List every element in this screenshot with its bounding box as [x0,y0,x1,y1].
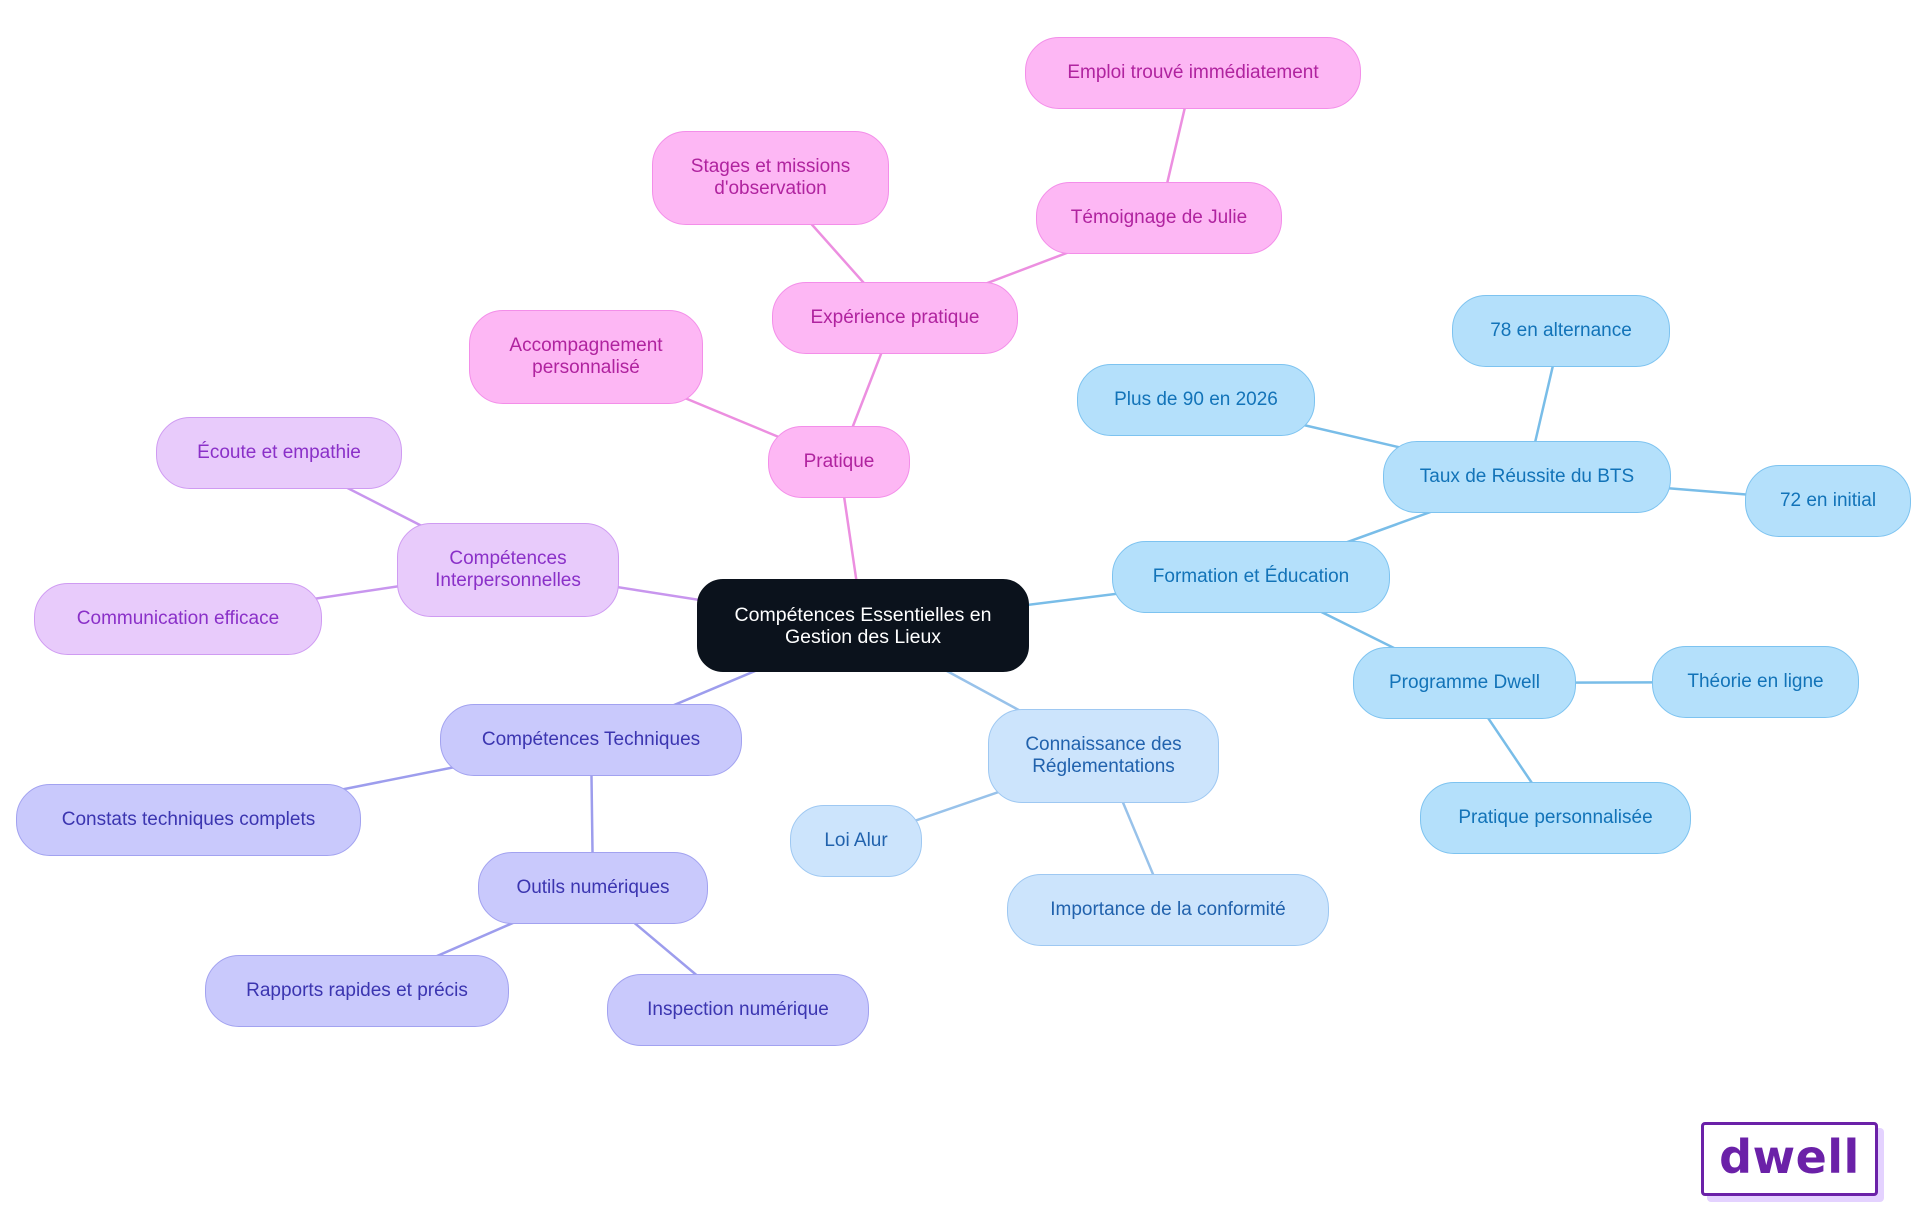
node-label-root: Compétences Essentielles en Gestion des … [734,603,992,648]
node-regl[interactable]: Connaissance des Réglementations [988,709,1219,803]
node-tech[interactable]: Compétences Techniques [440,704,742,776]
node-label-experience: Expérience pratique [810,307,980,328]
dwell-logo-text: dwell [1719,1130,1860,1184]
node-constats[interactable]: Constats techniques complets [16,784,361,856]
node-label-interp: Compétences Interpersonnelles [435,548,581,591]
node-emploi[interactable]: Emploi trouvé immédiatement [1025,37,1361,109]
node-label-tech: Compétences Techniques [481,729,701,750]
node-plus90[interactable]: Plus de 90 en 2026 [1077,364,1315,436]
node-label-conform: Importance de la conformité [1050,899,1286,920]
node-label-emploi: Emploi trouvé immédiatement [1067,62,1319,83]
node-label-dwellprog: Programme Dwell [1389,672,1540,693]
node-label-alt78: 78 en alternance [1490,320,1632,341]
node-label-init72: 72 en initial [1779,490,1877,511]
node-label-rapports: Rapports rapides et précis [246,980,468,1001]
node-label-pratperso: Pratique personnalisée [1458,807,1653,828]
node-label-stages: Stages et missions d'observation [690,156,851,199]
node-label-inspection: Inspection numérique [647,999,829,1020]
node-inspection[interactable]: Inspection numérique [607,974,869,1046]
node-dwellprog[interactable]: Programme Dwell [1353,647,1576,719]
node-rapports[interactable]: Rapports rapides et précis [205,955,509,1027]
node-outils[interactable]: Outils numériques [478,852,708,924]
node-label-constats: Constats techniques complets [61,809,316,830]
node-label-formation: Formation et Éducation [1152,566,1350,587]
node-stages[interactable]: Stages et missions d'observation [652,131,889,225]
node-alur[interactable]: Loi Alur [790,805,922,877]
node-commu[interactable]: Communication efficace [34,583,322,655]
node-label-taux: Taux de Réussite du BTS [1419,466,1635,487]
node-formation[interactable]: Formation et Éducation [1112,541,1390,613]
dwell-logo: dwell [1701,1122,1878,1196]
node-label-commu: Communication efficace [76,608,280,629]
node-init72[interactable]: 72 en initial [1745,465,1911,537]
node-pratperso[interactable]: Pratique personnalisée [1420,782,1691,854]
node-label-pratique: Pratique [803,451,875,472]
node-taux[interactable]: Taux de Réussite du BTS [1383,441,1671,513]
node-temoignage[interactable]: Témoignage de Julie [1036,182,1282,254]
node-label-alur: Loi Alur [824,830,888,851]
node-interp[interactable]: Compétences Interpersonnelles [397,523,619,617]
node-experience[interactable]: Expérience pratique [772,282,1018,354]
node-conform[interactable]: Importance de la conformité [1007,874,1329,946]
node-label-plus90: Plus de 90 en 2026 [1114,389,1278,410]
node-theorie[interactable]: Théorie en ligne [1652,646,1859,718]
node-pratique[interactable]: Pratique [768,426,910,498]
node-label-regl: Connaissance des Réglementations [1025,734,1182,777]
node-root[interactable]: Compétences Essentielles en Gestion des … [697,579,1029,672]
node-label-outils: Outils numériques [516,877,670,898]
node-label-accomp: Accompagnement personnalisé [509,335,663,378]
node-ecoute[interactable]: Écoute et empathie [156,417,402,489]
node-label-ecoute: Écoute et empathie [197,442,361,463]
node-label-theorie: Théorie en ligne [1687,671,1824,692]
node-alt78[interactable]: 78 en alternance [1452,295,1670,367]
node-accomp[interactable]: Accompagnement personnalisé [469,310,703,404]
node-label-temoignage: Témoignage de Julie [1070,207,1248,228]
